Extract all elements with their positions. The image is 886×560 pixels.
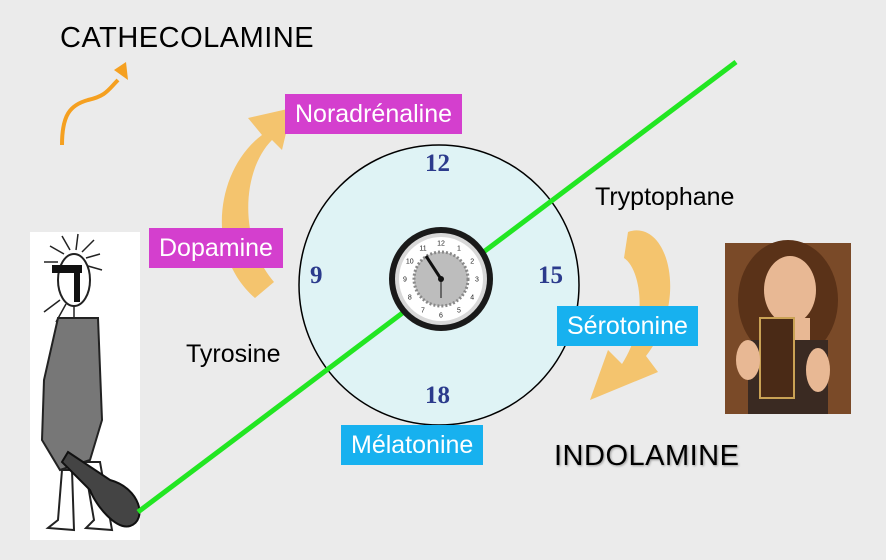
- hour-12: 12: [425, 150, 450, 177]
- small-clock-number: 7: [421, 308, 425, 315]
- small-clock-number: 3: [475, 277, 479, 284]
- small-clock-number: 9: [403, 277, 407, 284]
- tyrosine-label: Tyrosine: [186, 340, 281, 368]
- small-clock-number: 11: [419, 245, 426, 252]
- indolamine-title: INDOLAMINE: [554, 440, 740, 472]
- small-clock-number: 4: [470, 295, 474, 302]
- hour-15: 15: [538, 262, 563, 289]
- small-clock-number: 2: [470, 259, 474, 266]
- dopamine-tag: Dopamine: [149, 228, 283, 268]
- hour-9: 9: [310, 262, 323, 289]
- hour-18: 18: [425, 382, 450, 409]
- small-clock-number: 5: [457, 308, 461, 315]
- cathecolamine-title: CATHECOLAMINE: [60, 22, 315, 54]
- woman-chocolate-image: [725, 240, 851, 414]
- caveman-image: [30, 232, 141, 540]
- indolamine-arrow: [590, 230, 671, 400]
- small-clock-number: 12: [437, 241, 445, 248]
- serotonine-tag: Sérotonine: [557, 306, 698, 346]
- small-clock-number: 1: [457, 245, 461, 252]
- small-clock-number: 8: [408, 295, 412, 302]
- tryptophane-label: Tryptophane: [595, 183, 735, 211]
- small-clock-number: 10: [406, 259, 414, 266]
- small-up-arrow: [60, 62, 128, 146]
- noradrenaline-tag: Noradrénaline: [285, 94, 463, 134]
- cathecolamine-arrow: [221, 108, 292, 298]
- small-clock-number: 6: [439, 313, 443, 320]
- melatonine-tag: Mélatonine: [341, 425, 484, 465]
